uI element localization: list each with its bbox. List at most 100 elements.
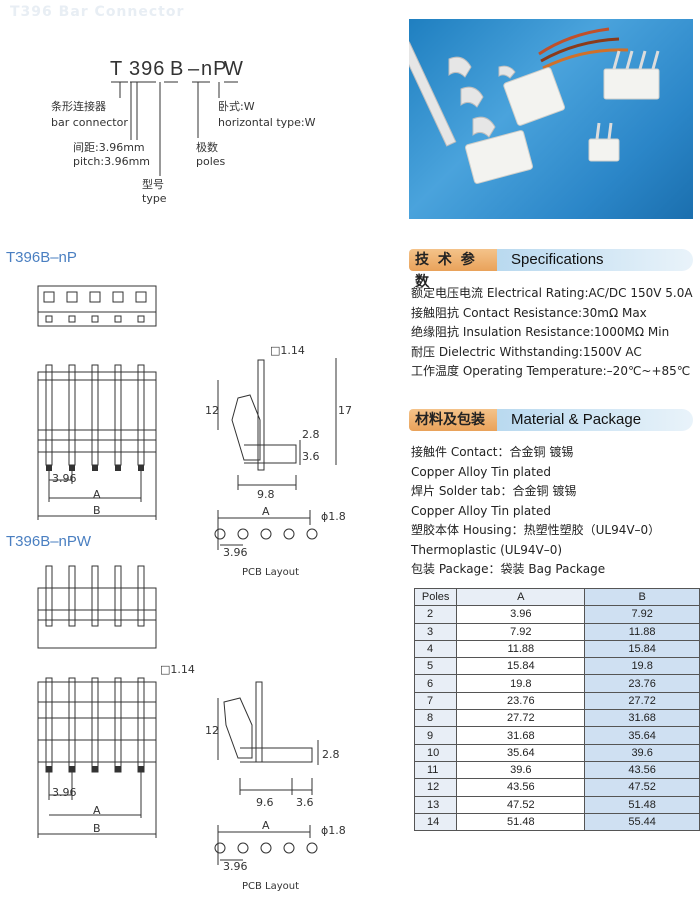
- legend-type-cn: 型号: [142, 178, 164, 191]
- cell-a: 7.92: [456, 622, 586, 641]
- section-title-npw: T396B–nPW: [6, 533, 92, 550]
- dim-b-npw: B: [93, 822, 101, 835]
- table-header-row: Poles A B: [413, 587, 700, 607]
- cell-poles: 5: [413, 657, 458, 676]
- spec-line: 额定电压电流 Electrical Rating:AC/DC 150V 5.0A: [411, 286, 693, 300]
- product-photo-art: [409, 27, 660, 184]
- dim-w96: 9.6: [256, 796, 274, 809]
- cell-poles: 6: [413, 674, 458, 693]
- legend-horiz-en: horizontal type:W: [218, 116, 316, 129]
- dim-w98: 9.8: [257, 488, 275, 501]
- cell-b: 31.68: [584, 709, 700, 728]
- cell-poles: 14: [413, 812, 458, 832]
- pn-np: nP: [201, 58, 228, 80]
- section-title-np: T396B–nP: [6, 249, 77, 266]
- cell-poles: 13: [413, 795, 458, 814]
- legend-bar-en: bar connector: [51, 116, 128, 129]
- legend-poles-cn: 极数: [196, 141, 218, 154]
- part-number-leaders: [111, 81, 238, 176]
- cell-b: 55.44: [584, 812, 700, 832]
- cell-poles: 11: [413, 760, 458, 780]
- dim-h12-np: 12: [205, 404, 219, 417]
- table-header-b: B: [584, 587, 700, 607]
- material-line: Copper Alloy Tin plated: [411, 464, 551, 479]
- dim-phi-npw: ϕ1.8: [321, 824, 346, 837]
- spec-line: 接触阻抗 Contact Resistance:30mΩ Max: [411, 305, 647, 320]
- spec-title-cn: 技 术 参 数: [409, 249, 499, 290]
- pn-396: 396: [129, 58, 166, 80]
- cell-poles: 12: [413, 778, 458, 797]
- pn-dash: –: [188, 58, 201, 80]
- cell-poles: 9: [413, 726, 458, 745]
- product-photo: [409, 19, 693, 219]
- cell-poles: 4: [413, 639, 458, 659]
- legend-type-en: type: [142, 192, 167, 205]
- pn-b: B: [170, 58, 185, 80]
- pcb-layout-label-npw: PCB Layout: [242, 881, 300, 892]
- dim-a-pcb-npw: A: [262, 819, 270, 832]
- cell-b: 11.88: [584, 622, 700, 641]
- legend-horiz-cn: 卧式:W: [218, 100, 255, 113]
- cell-a: 43.56: [456, 778, 586, 797]
- cell-poles: 2: [413, 605, 458, 624]
- legend-bar-cn: 条形连接器: [51, 100, 106, 113]
- dim-sq-npw: □1.14: [160, 663, 195, 676]
- cell-b: 51.48: [584, 795, 700, 814]
- cell-b: 27.72: [584, 691, 700, 711]
- technical-drawings: [37, 285, 337, 865]
- cell-a: 27.72: [456, 709, 586, 728]
- dim-h17-np: 17: [338, 404, 352, 417]
- cell-poles: 3: [413, 622, 458, 641]
- cell-b: 35.64: [584, 726, 700, 745]
- cell-b: 39.6: [584, 743, 700, 762]
- material-line: 焊片 Solder tab：合金铜 镀锡: [411, 484, 577, 498]
- legend-pitch-cn: 间距:3.96mm: [73, 141, 145, 154]
- spec-header-bar: 技 术 参 数 Specifications: [409, 249, 693, 290]
- cell-a: 31.68: [456, 726, 586, 745]
- dim-b-np: B: [93, 504, 101, 517]
- dim-pitch-np: 3.96: [52, 472, 77, 485]
- dim-a-npw: A: [93, 804, 101, 817]
- spec-line: 工作温度 Operating Temperature:–20℃~+85℃: [411, 364, 691, 378]
- table-header-a: A: [456, 587, 586, 607]
- pcb-layout-label-np: PCB Layout: [242, 567, 300, 578]
- material-title-cn: 材料及包装: [409, 409, 499, 431]
- material-title-en: Material & Package: [497, 409, 693, 431]
- cell-a: 11.88: [456, 639, 586, 659]
- dim-pitch-npw: 3.96: [52, 786, 77, 799]
- dim-pitch-pcb-npw: 3.96: [223, 860, 248, 873]
- material-line: 接触件 Contact：合金铜 镀锡: [411, 445, 574, 459]
- dim-phi-np: ϕ1.8: [321, 510, 346, 523]
- dim-h12-npw: 12: [205, 724, 219, 737]
- dim-a-pcb-np: A: [262, 505, 270, 518]
- dim-h28-npw: 2.8: [322, 748, 340, 761]
- cell-a: 3.96: [456, 605, 586, 624]
- cell-a: 19.8: [456, 674, 586, 693]
- material-header-bar: 材料及包装 Material & Package: [409, 409, 693, 431]
- cell-b: 15.84: [584, 639, 700, 659]
- cell-a: 47.52: [456, 795, 586, 814]
- cell-poles: 8: [413, 709, 458, 728]
- dim-sq-np: □1.14: [270, 344, 305, 357]
- spec-list: 额定电压电流 Electrical Rating:AC/DC 150V 5.0A…: [411, 284, 693, 382]
- dim-h28-np: 2.8: [302, 428, 320, 441]
- table-header-poles: Poles: [413, 587, 458, 607]
- material-line: Copper Alloy Tin plated: [411, 503, 551, 518]
- page-header-title: T396 Bar Connector: [10, 4, 185, 20]
- dim-h36-np: 3.6: [302, 450, 320, 463]
- pn-w: W: [224, 58, 244, 80]
- material-line: 包装 Package：袋装 Bag Package: [411, 562, 606, 576]
- dim-a-np: A: [93, 488, 101, 501]
- cell-a: 51.48: [456, 812, 586, 832]
